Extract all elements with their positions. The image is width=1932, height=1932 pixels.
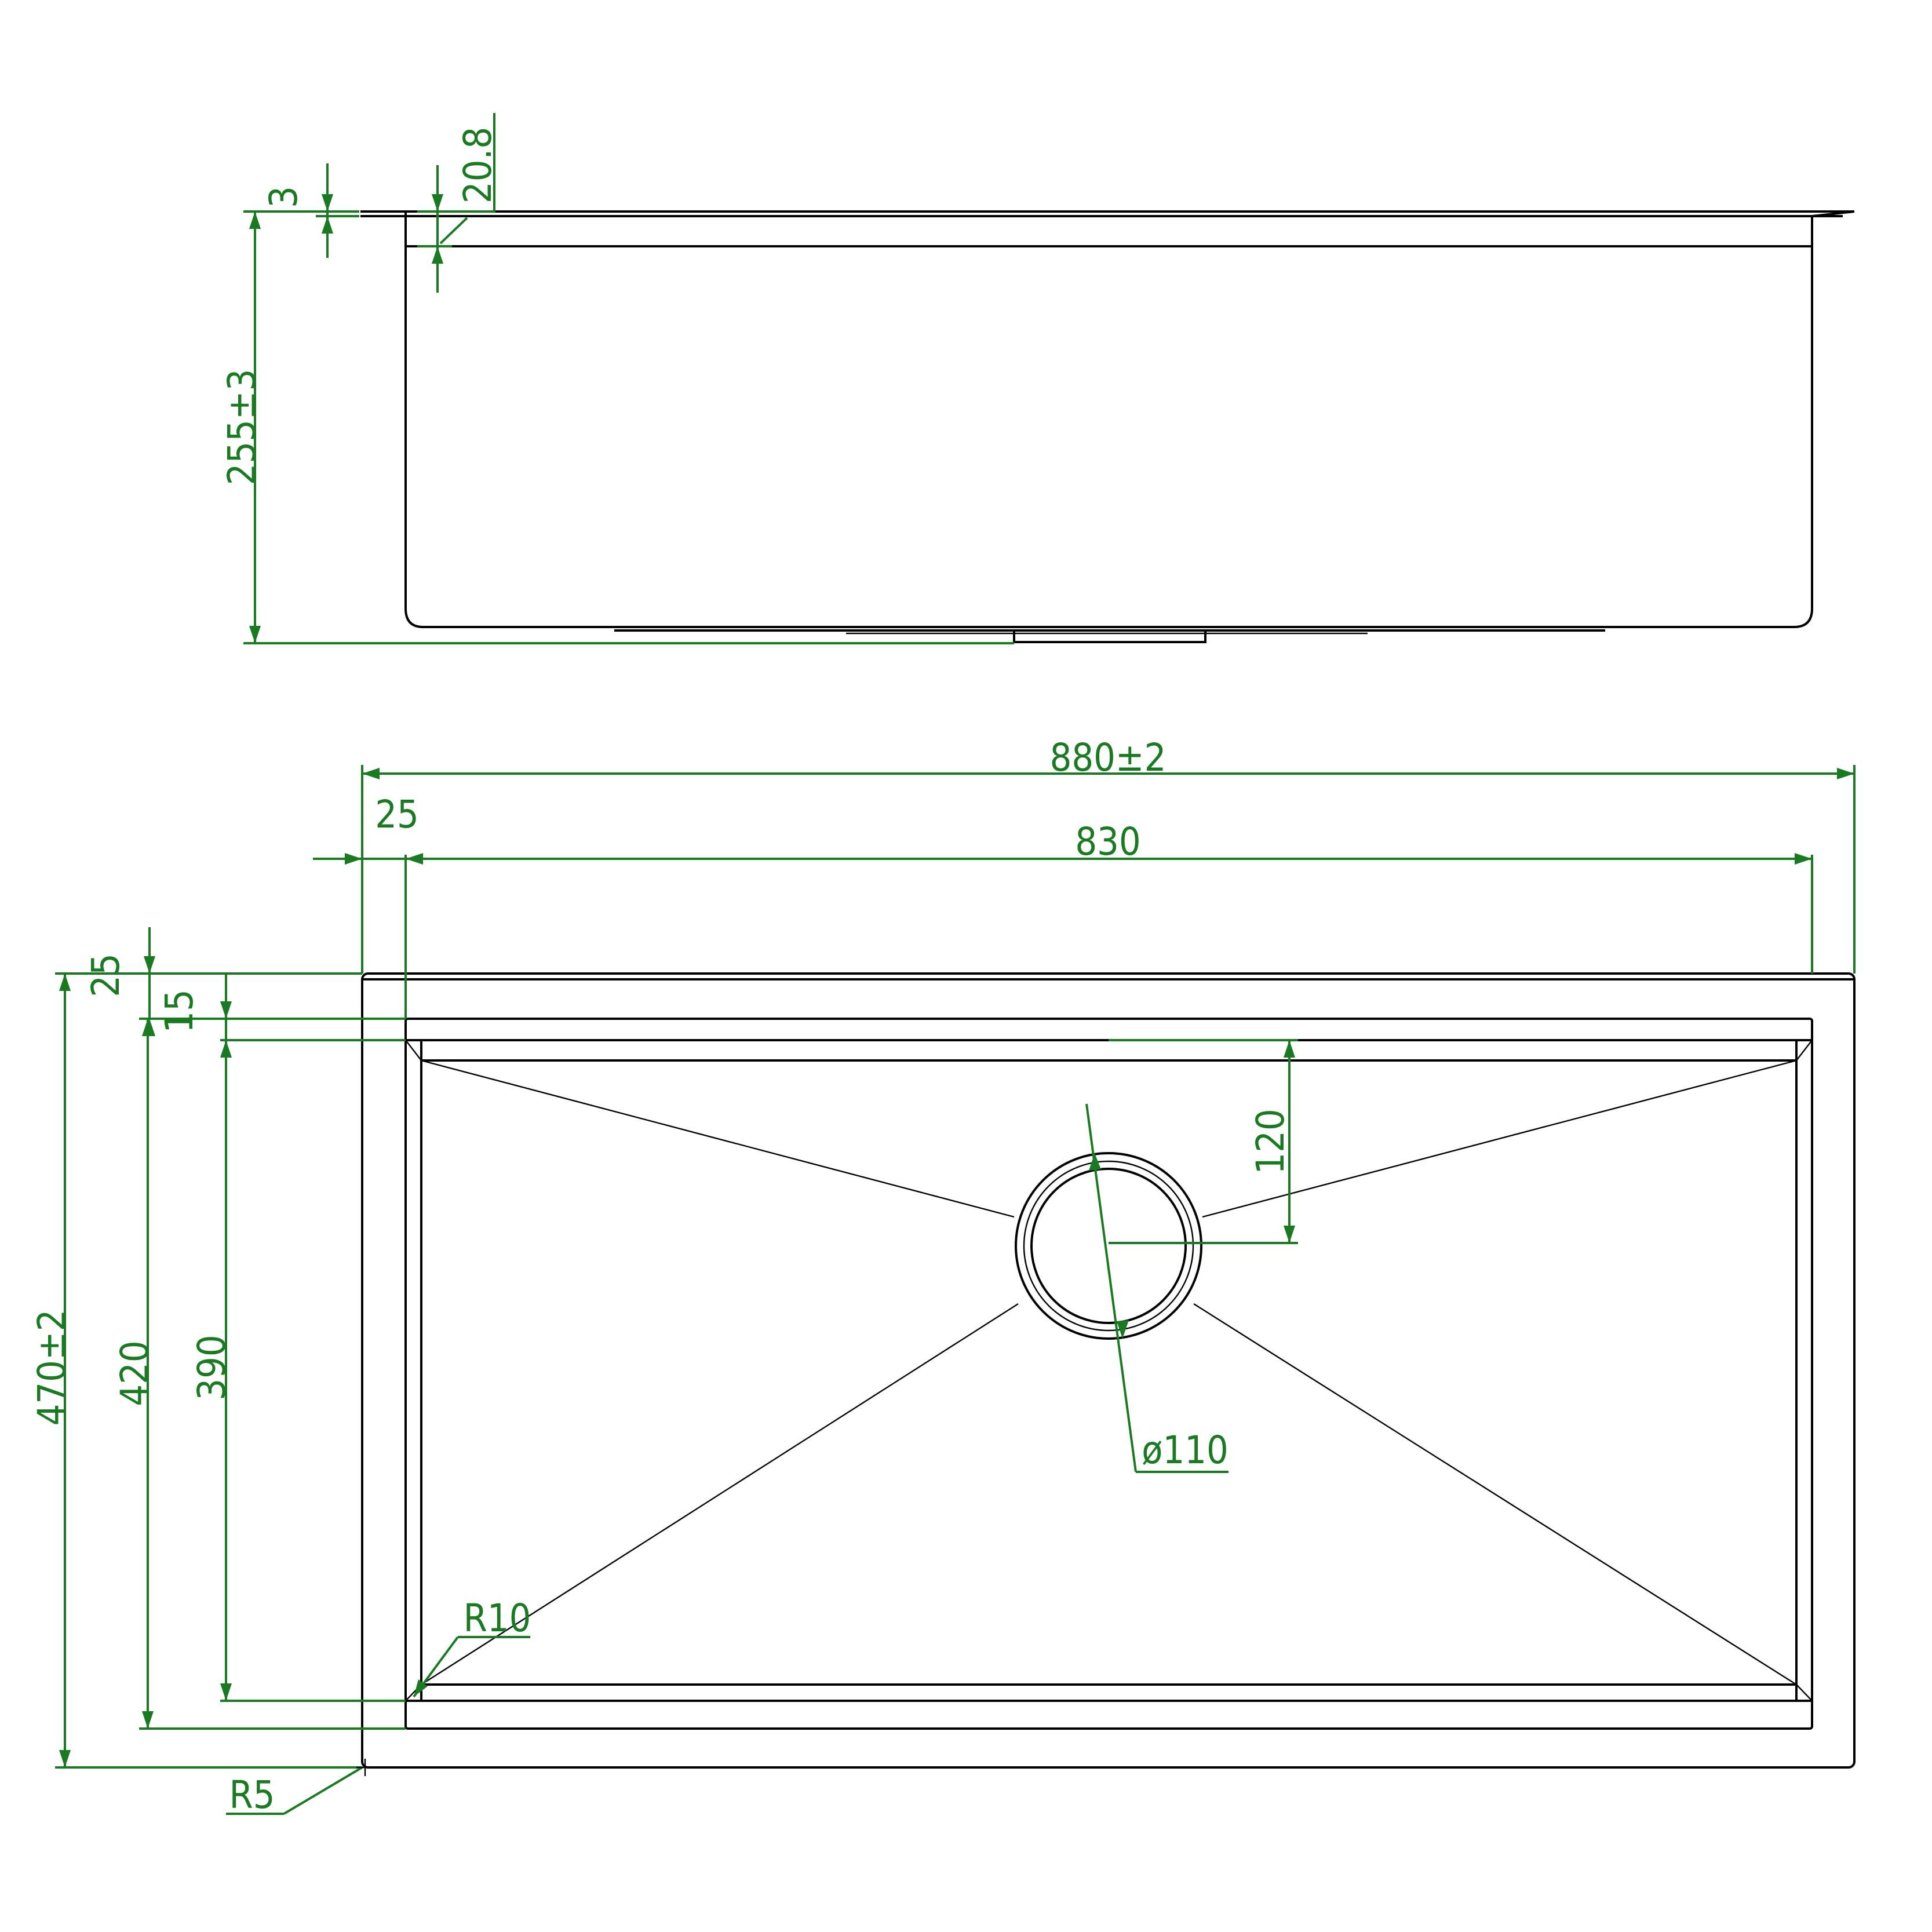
bottom-depth-label: 390 [189, 1335, 234, 1400]
outer-radius-callout: R5 [226, 1759, 374, 1817]
thickness-dimension: 3 [261, 163, 359, 258]
rim-dimension: 20.8 [417, 113, 500, 293]
side-view-outline [360, 210, 1855, 643]
step-dimension: 15 [157, 974, 232, 1078]
inner-width-label: 830 [1075, 819, 1140, 864]
drain-diameter-dimension: ø110 [1085, 1103, 1229, 1473]
top-view: 880±2 25 830 470±2 25 [30, 735, 1856, 1817]
overall-width-dimension: 880±2 [361, 735, 1856, 974]
rim-label: 20.8 [455, 127, 500, 203]
flange-label: 25 [375, 792, 419, 837]
top-flange-label: 25 [83, 953, 128, 997]
drain-offset-label: 120 [1248, 1109, 1293, 1174]
drain-diameter-label: ø110 [1142, 1428, 1229, 1472]
inner-radius-label: R10 [464, 1596, 531, 1641]
overall-width-label: 880±2 [1050, 735, 1167, 780]
drain-outlet [1015, 1152, 1202, 1340]
depth-dimension: 255±3 [220, 210, 1014, 644]
overall-depth-label: 470±2 [30, 1310, 74, 1426]
top-view-outline [361, 972, 1856, 1769]
depth-label: 255±3 [220, 369, 264, 486]
step-label: 15 [157, 989, 202, 1033]
inner-depth-label: 420 [112, 1340, 157, 1406]
inner-radius-callout: R10 [413, 1596, 531, 1698]
outer-radius-label: R5 [229, 1773, 275, 1817]
inner-width-dimension: 25 830 [313, 792, 1813, 1019]
drain-bowl-slopes [405, 1040, 1813, 1701]
bottom-depth-dimension: 390 [189, 1039, 406, 1702]
overall-depth-dimension: 470±2 [30, 972, 362, 1769]
inner-depth-dimension: 420 [112, 1018, 406, 1730]
side-view: 3 20.8 255±3 [220, 113, 1855, 644]
drain-offset-dimension: 120 [1109, 1039, 1298, 1244]
thickness-label: 3 [261, 186, 306, 208]
